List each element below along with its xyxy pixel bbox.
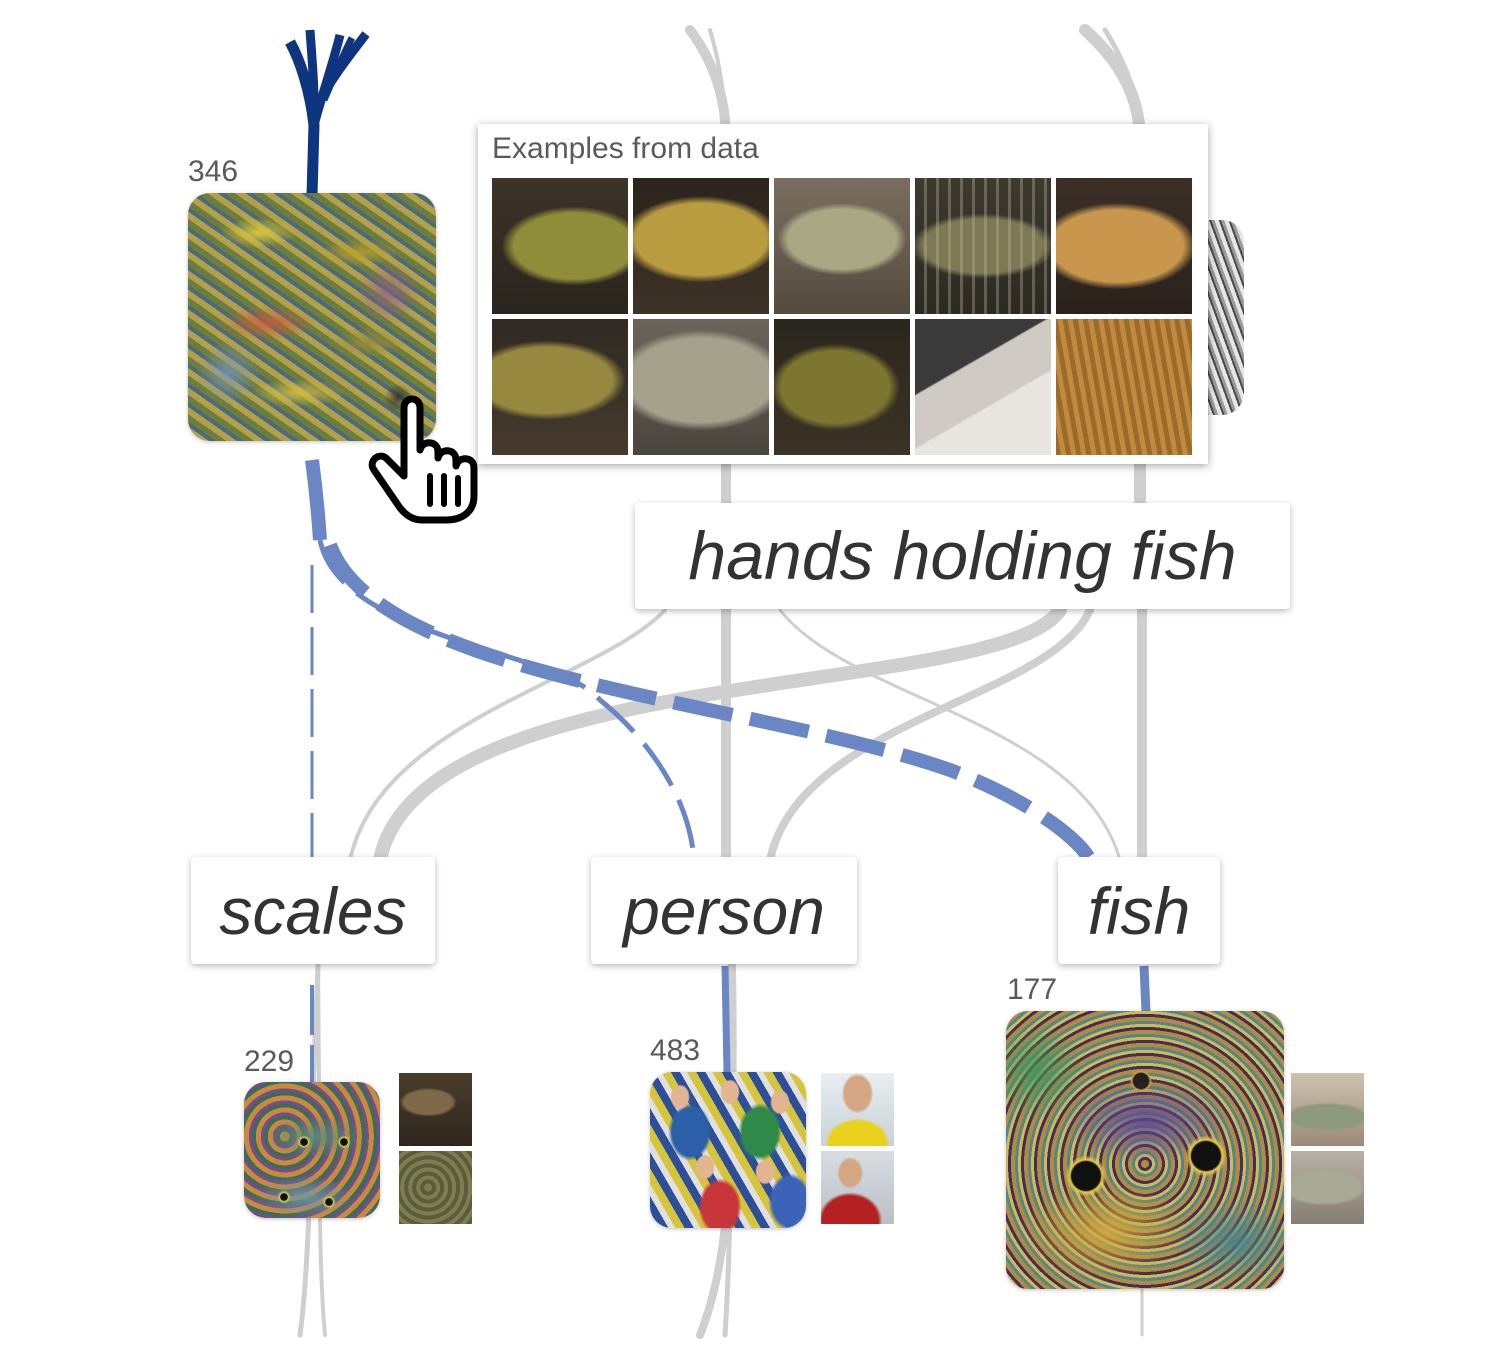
example-image <box>915 319 1051 455</box>
flow-bg <box>766 606 1094 864</box>
group-label-fish[interactable]: fish <box>1058 857 1220 964</box>
example-image <box>633 178 769 314</box>
example-image <box>915 178 1051 314</box>
example-image <box>492 178 628 314</box>
flow-selected <box>323 542 1097 864</box>
example-image-grid <box>492 178 1194 455</box>
neuron-229-example <box>399 1073 472 1146</box>
tooltip-title: Examples from data <box>492 132 759 165</box>
example-image <box>774 319 910 455</box>
neuron-346-visualization[interactable] <box>188 193 436 441</box>
neuron-229-visualization[interactable] <box>244 1082 380 1218</box>
flow-selected <box>317 539 697 861</box>
group-label-scales[interactable]: scales <box>191 857 435 964</box>
flow-incoming <box>309 33 345 127</box>
neuron-id-346: 346 <box>188 155 239 188</box>
neuron-229-example <box>399 1151 472 1224</box>
example-image <box>492 319 628 455</box>
hand-pointer-icon <box>368 395 478 524</box>
flow-selected <box>1139 965 1151 1013</box>
flow-selected <box>721 965 731 1073</box>
neuron-483-example <box>821 1151 894 1224</box>
flow-incoming <box>320 36 356 102</box>
neuron-483-example <box>821 1073 894 1146</box>
example-image <box>1056 319 1192 455</box>
example-image <box>774 178 910 314</box>
incoming-flows <box>285 29 370 196</box>
group-label-person[interactable]: person <box>591 857 857 964</box>
example-image <box>633 319 769 455</box>
group-label-hands-holding-fish[interactable]: hands holding fish <box>635 503 1290 609</box>
neuron-177-visualization[interactable] <box>1006 1011 1284 1289</box>
neuron-177-example <box>1291 1073 1364 1146</box>
selected-flows <box>305 459 1151 1083</box>
neuron-id-483: 483 <box>650 1034 701 1067</box>
flow-bg <box>348 608 667 862</box>
flow-bg <box>778 608 1122 862</box>
flow-selected <box>305 459 327 541</box>
neuron-id-229: 229 <box>244 1045 295 1078</box>
example-image <box>1056 178 1192 314</box>
neuron-id-177: 177 <box>1007 973 1058 1006</box>
examples-tooltip: Examples from data <box>478 124 1208 464</box>
neuron-177-example <box>1291 1151 1364 1224</box>
neuron-483-visualization[interactable] <box>650 1072 806 1228</box>
flow-bg <box>373 603 1067 867</box>
